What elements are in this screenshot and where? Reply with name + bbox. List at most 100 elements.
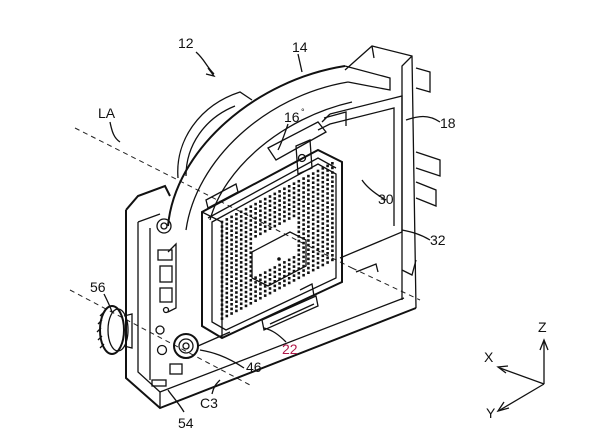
- grid-dot: [244, 249, 248, 252]
- grid-dot: [287, 198, 291, 202]
- grid-dot: [331, 208, 334, 211]
- grid-dot: [297, 198, 301, 201]
- grid-dot: [235, 300, 238, 303]
- grid-dot: [326, 238, 329, 241]
- grid-dot: [292, 256, 296, 259]
- grid-dot: [254, 290, 257, 293]
- grid-dot: [321, 213, 325, 216]
- grid-dot: [292, 214, 296, 218]
- grid-dot: [268, 218, 272, 221]
- grid-dot: [321, 231, 325, 235]
- grid-dot: [244, 240, 248, 243]
- grid-dot: [302, 232, 305, 236]
- grid-dot: [249, 256, 253, 259]
- grid-dot: [292, 182, 296, 185]
- grid-dot: [331, 162, 334, 165]
- grid-dot: [302, 269, 305, 272]
- grid-dot: [220, 248, 224, 251]
- grid-dot: [321, 194, 325, 198]
- grid-dot: [225, 268, 229, 272]
- grid-dot: [268, 213, 272, 217]
- grid-dot: [287, 189, 291, 193]
- grid-dot: [268, 222, 272, 226]
- grid-dot: [244, 286, 248, 289]
- grid-dot: [307, 193, 310, 196]
- grid-dot: [316, 247, 320, 251]
- grid-dot: [297, 207, 301, 211]
- grid-dot: [244, 235, 248, 239]
- grid-dot: [292, 260, 296, 264]
- grid-dot: [321, 236, 325, 239]
- grid-dot: [278, 222, 281, 225]
- grid-dot: [220, 225, 224, 228]
- grid-dot: [326, 215, 329, 218]
- grid-dot: [283, 270, 286, 273]
- grid-dot: [244, 212, 248, 216]
- grid-dot: [263, 197, 267, 201]
- grid-dot: [244, 244, 248, 248]
- grid-dot: [225, 296, 229, 299]
- grid-dot: [268, 273, 272, 276]
- grid-dot: [302, 200, 305, 203]
- grid-dot: [311, 245, 315, 249]
- optical-axis-la: [74, 127, 353, 269]
- grid-dot: [239, 307, 243, 310]
- grid-dot: [278, 268, 281, 271]
- grid-dot: [230, 234, 233, 237]
- grid-dot: [230, 293, 233, 297]
- grid-dot: [302, 177, 305, 180]
- grid-dot: [230, 224, 233, 228]
- grid-dot: [311, 255, 315, 258]
- grid-dot: [254, 276, 257, 279]
- grid-dot: [225, 231, 229, 235]
- grid-dot: [230, 229, 233, 232]
- grid-dot: [254, 207, 257, 210]
- grid-dot: [307, 234, 310, 238]
- grid-dot: [239, 261, 243, 264]
- grid-dot: [302, 273, 305, 277]
- grid-dot: [273, 266, 277, 269]
- grid-dot: [326, 210, 329, 214]
- coordinate-axes: [496, 338, 549, 413]
- grid-dot: [302, 250, 305, 254]
- grid-dot: [225, 250, 229, 253]
- grid-dot: [331, 212, 334, 216]
- grid-dot: [220, 220, 224, 224]
- grid-dot: [254, 281, 257, 284]
- grid-dot: [292, 191, 296, 195]
- grid-dot: [268, 282, 272, 286]
- grid-dot: [302, 264, 305, 268]
- grid-dot: [316, 169, 320, 173]
- grid-dot: [225, 300, 229, 304]
- grid-dot: [244, 226, 248, 229]
- grid-dot: [244, 258, 248, 262]
- grid-dot: [263, 271, 267, 274]
- grid-dot: [297, 253, 301, 257]
- grid-dot: [307, 225, 310, 228]
- grid-dot: [326, 252, 329, 255]
- grid-dot: [239, 265, 243, 269]
- grid-dot: [249, 302, 253, 305]
- grid-dot: [239, 233, 243, 237]
- grid-dot: [220, 252, 224, 256]
- grid-dot: [292, 279, 296, 282]
- label-30: 30: [378, 191, 394, 207]
- grid-dot: [254, 225, 257, 229]
- grid-dot: [297, 216, 301, 220]
- grid-dot: [316, 197, 320, 200]
- grid-dot: [254, 294, 257, 298]
- grid-dot: [249, 269, 253, 273]
- dial-56: [96, 305, 133, 355]
- grid-dot: [311, 209, 315, 212]
- grid-dot: [321, 199, 325, 202]
- grid-dot: [321, 245, 325, 248]
- grid-dot: [220, 303, 224, 307]
- grid-dot: [307, 253, 310, 256]
- grid-dot: [220, 280, 224, 284]
- grid-dot: [239, 270, 243, 273]
- label-14: 14: [292, 39, 308, 55]
- grid-dot: [283, 210, 286, 214]
- grid-dot: [316, 178, 320, 182]
- grid-dot: [273, 270, 277, 274]
- grid-dot: [235, 309, 238, 313]
